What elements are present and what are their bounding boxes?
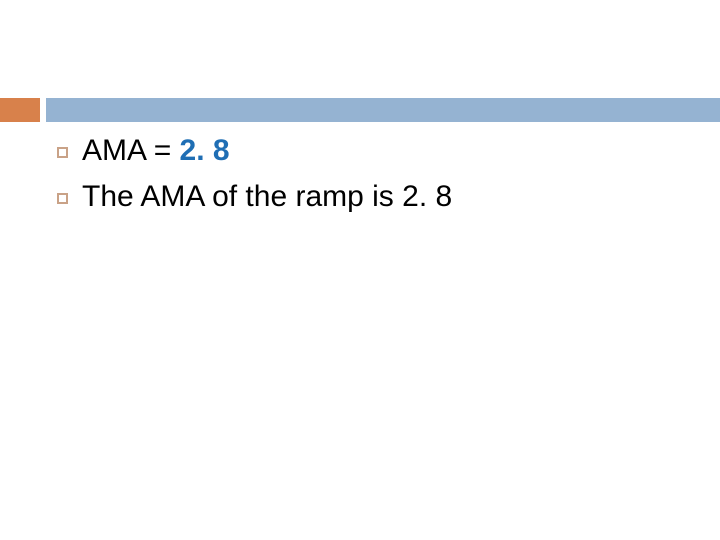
square-bullet-icon <box>57 192 68 204</box>
bullet-item-2: The AMA of the ramp is 2. 8 <box>57 174 677 220</box>
header-accent-blue-bar <box>46 98 720 122</box>
bullet-1-text: AMA = <box>82 134 180 167</box>
slide-body-text: AMA = 2. 8 The AMA of the ramp is 2. 8 <box>57 128 677 220</box>
square-bullet-icon <box>57 146 68 158</box>
header-accent-orange-bar <box>0 98 40 122</box>
bullet-1-highlight-value: 2. 8 <box>179 134 230 167</box>
bullet-2-text: The AMA of the ramp is 2. 8 <box>82 180 453 213</box>
bullet-item-1: AMA = 2. 8 <box>57 128 677 174</box>
